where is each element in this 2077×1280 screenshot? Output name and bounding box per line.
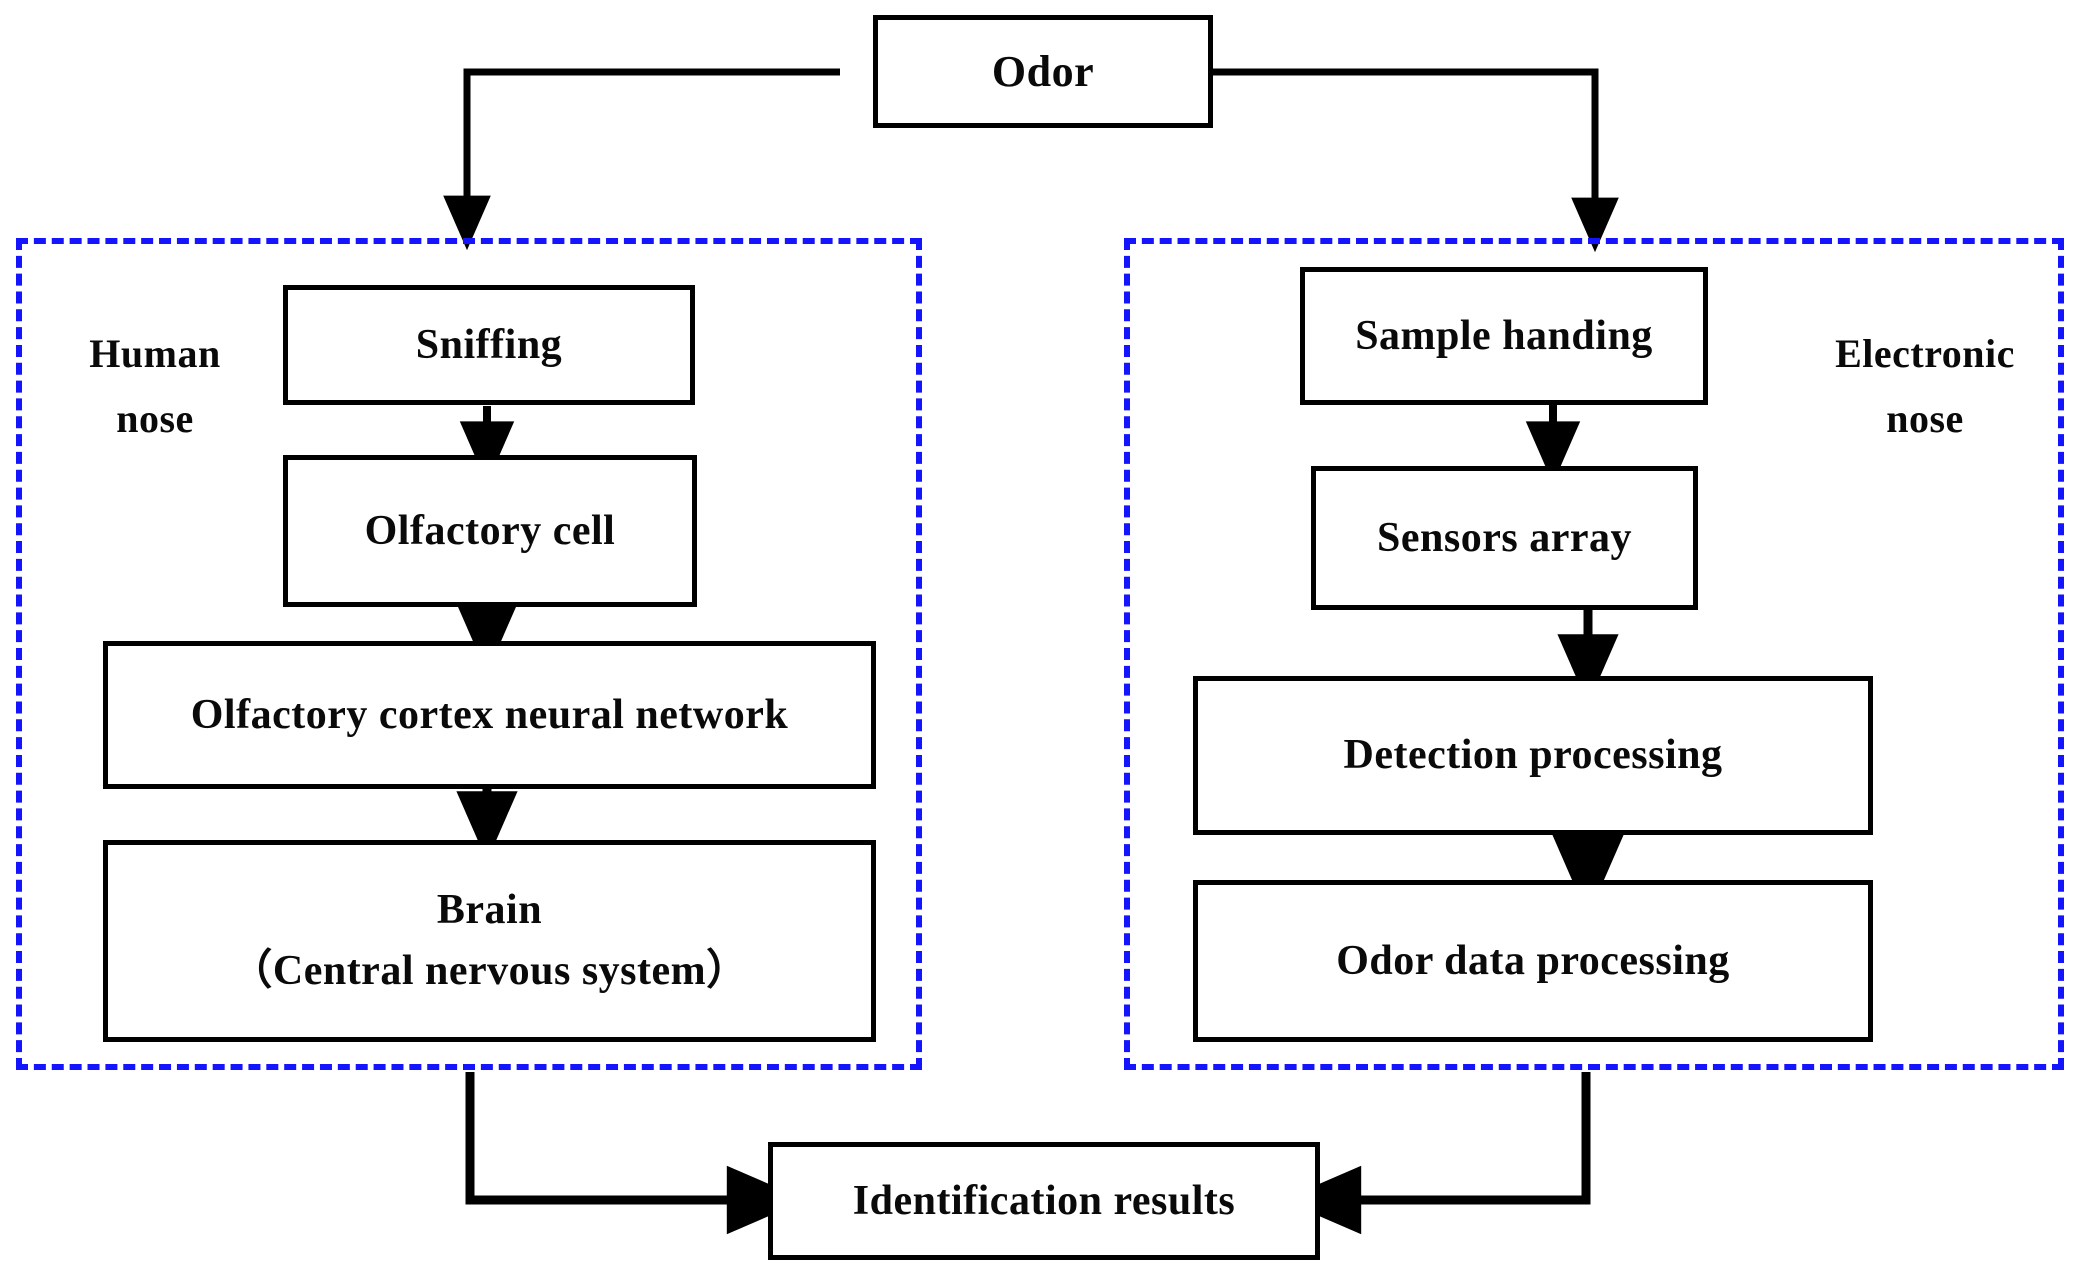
node-brain[interactable]: Brain （Central nervous system） [103,840,876,1042]
node-odor-data-processing-label: Odor data processing [1336,937,1730,984]
node-sensors-array[interactable]: Sensors array [1311,466,1698,610]
node-odor-data-processing[interactable]: Odor data processing [1193,880,1873,1042]
node-olfactory-cortex-label: Olfactory cortex neural network [190,691,789,738]
node-detection-processing[interactable]: Detection processing [1193,676,1873,835]
node-sniffing-label: Sniffing [415,321,563,368]
edge-electronic-nose-to-results [1282,1072,1591,1235]
node-sensors-array-label: Sensors array [1377,514,1632,561]
node-olfactory-cell-label: Olfactory cell [364,507,616,554]
node-identification-results[interactable]: Identification results [768,1142,1320,1260]
edge-human-nose-to-results [465,1072,806,1235]
node-identification-results-label: Identification results [852,1177,1236,1224]
node-detection-processing-label: Detection processing [1343,732,1723,779]
node-sniffing[interactable]: Sniffing [283,285,695,405]
node-olfactory-cortex[interactable]: Olfactory cortex neural network [103,641,876,789]
edge-odor-to-electronic-nose [1213,68,1619,253]
node-sample-handing[interactable]: Sample handing [1300,267,1708,405]
edge-odor-to-human-nose [443,68,840,251]
group-label-human-nose: Human nose [89,331,221,441]
node-brain-label: Brain （Central nervous system） [230,887,749,994]
node-odor-label: Odor [991,46,1095,96]
group-label-electronic-nose: Electronic nose [1835,331,2015,441]
node-sample-handing-label: Sample handing [1355,312,1653,359]
node-olfactory-cell[interactable]: Olfactory cell [283,455,697,607]
node-odor[interactable]: Odor [873,15,1213,128]
